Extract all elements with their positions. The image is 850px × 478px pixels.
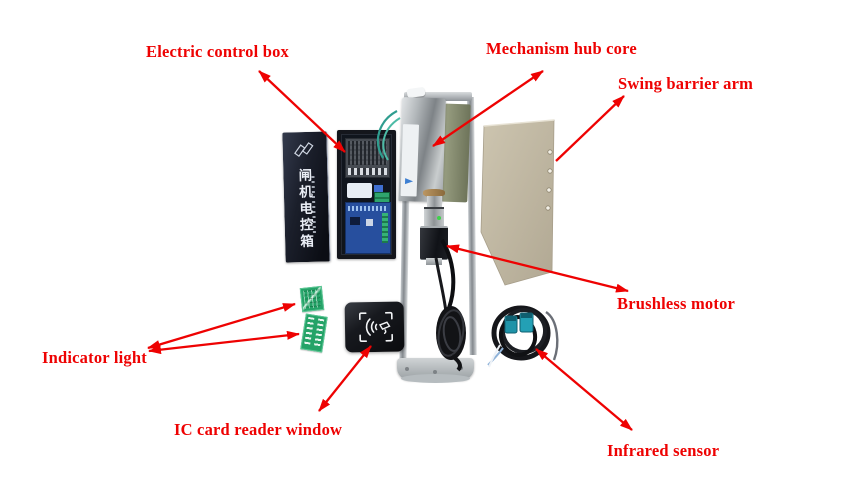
green-wires: [377, 110, 401, 161]
pcb-chip: [366, 219, 373, 226]
pcb-pin-row: [348, 206, 386, 211]
base-screw: [405, 367, 409, 371]
arrow-mechanism-hub-core: [432, 70, 544, 147]
arrow-brushless-motor: [446, 244, 629, 293]
label-swing-barrier-arm: Swing barrier arm: [618, 74, 754, 93]
label-electric-control-box: Electric control box: [146, 42, 289, 61]
arm-mount-holes: [545, 149, 553, 211]
label-mechanism-hub-core: Mechanism hub core: [486, 39, 637, 58]
base-front-lip: [401, 374, 470, 383]
controller-pcb: [345, 202, 391, 254]
infrared-sensor-assembly: [487, 305, 559, 368]
pcb-chip: [350, 217, 360, 225]
electric-control-box-internals: [337, 130, 396, 259]
ic-card-reader: [344, 301, 405, 353]
relay-module: [347, 183, 372, 198]
label-indicator-light: Indicator light: [42, 348, 147, 367]
arrow-indicator-light-1: [147, 302, 296, 350]
arrow-ic-card-reader: [318, 345, 372, 412]
psu-terminal-row: [348, 168, 387, 175]
bronze-collar-ring: [423, 189, 445, 197]
arrow-indicator-light-2: [148, 330, 300, 355]
pcb-terminal-strip: [382, 213, 388, 243]
drive-shaft: [427, 196, 442, 207]
arrow-swing-barrier-arm: [555, 95, 625, 162]
infrared-sensor-heads: [504, 312, 534, 334]
coupling-green-dot: [437, 216, 441, 220]
card-swipe-icon: [358, 311, 394, 343]
blue-wire: [487, 347, 504, 366]
white-wire: [488, 344, 501, 368]
relay-blue-block: [374, 185, 383, 196]
label-infrared-sensor: Infrared sensor: [607, 441, 720, 460]
arrow-infrared-sensor: [535, 348, 633, 431]
label-ic-card-reader-window: IC card reader window: [174, 420, 343, 439]
label-brushless-motor: Brushless motor: [617, 294, 736, 313]
base-screw: [433, 370, 437, 374]
arrow-electric-control-box: [258, 70, 346, 153]
motor-foot-bracket: [426, 258, 442, 265]
